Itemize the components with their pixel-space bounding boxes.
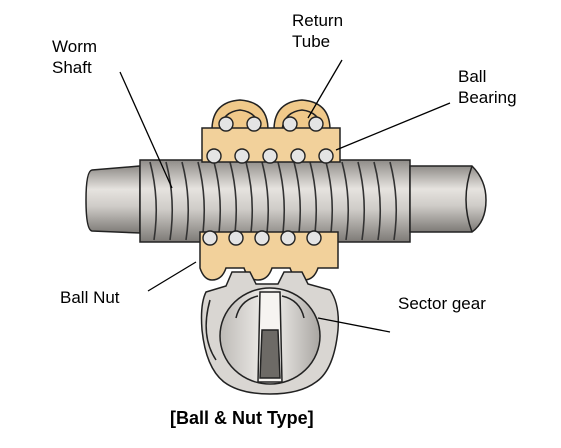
label-sector-gear: Sector gear	[398, 294, 486, 313]
ball-bearing	[228, 230, 244, 246]
ball-bearing	[202, 230, 218, 246]
ball-bearing	[254, 230, 270, 246]
ball-bearing	[246, 116, 262, 132]
ball-bearing-icon	[202, 116, 334, 246]
ball-bearing	[262, 148, 278, 164]
ball-bearing	[318, 148, 334, 164]
thread-line	[357, 161, 366, 241]
ball-bearing	[306, 230, 322, 246]
ball-bearing	[282, 116, 298, 132]
thread-line	[165, 161, 174, 241]
worm-shaft-icon	[85, 159, 487, 243]
thread-line	[149, 161, 158, 241]
label-ball-bearing: Ball Bearing	[458, 67, 517, 107]
ball-bearing	[280, 230, 296, 246]
label-return-tube: Return Tube	[292, 11, 344, 51]
sector-gear-icon	[200, 271, 340, 395]
thread-line	[373, 161, 382, 241]
thread-line	[389, 161, 398, 241]
thread-line	[181, 161, 190, 241]
ball-bearing	[218, 116, 234, 132]
diagram-caption: [Ball & Nut Type]	[170, 408, 314, 428]
leader-lines	[119, 59, 451, 333]
ball-bearing	[206, 148, 222, 164]
thread-line	[341, 161, 350, 241]
ball-bearing	[234, 148, 250, 164]
label-worm-shaft: Worm Shaft	[52, 37, 98, 77]
ball-bearing	[290, 148, 306, 164]
label-ball-nut: Ball Nut	[60, 288, 120, 307]
ball-bearing	[308, 116, 324, 132]
